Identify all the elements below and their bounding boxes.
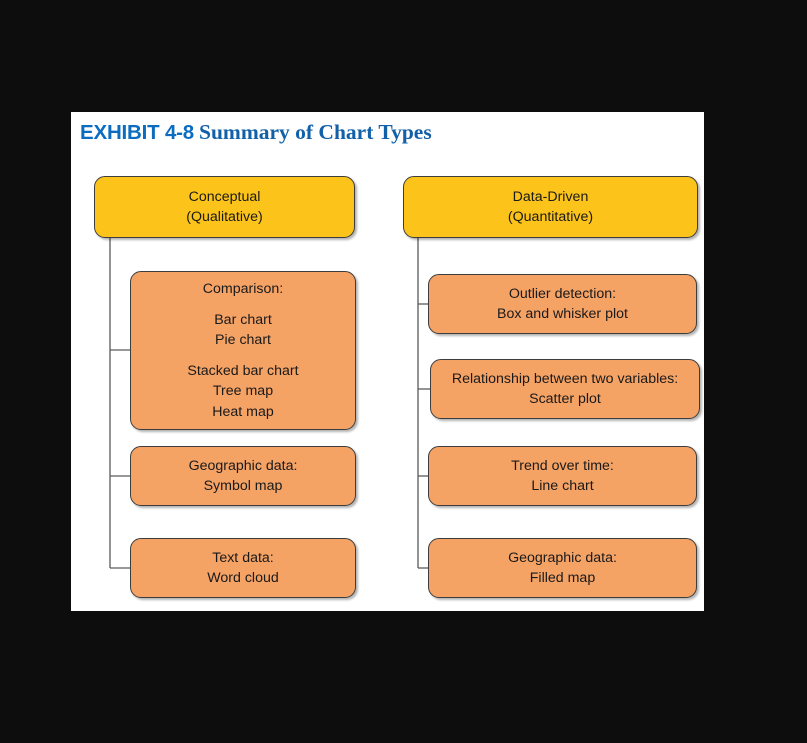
node-relationship-heading: Relationship between two variables: [451,370,679,387]
node-relationship-two-variables[interactable]: Relationship between two variables: Scat… [430,359,700,419]
node-comparison-heading: Comparison: [202,281,284,297]
node-conceptual-line1: Conceptual [188,188,261,205]
node-outlier-item-0: Box and whisker plot [497,306,628,322]
node-text-data-heading: Text data: [212,549,274,566]
node-geographic-filled-heading: Geographic data: [508,549,617,566]
page-title: Summary of Chart Types [199,120,432,144]
node-geographic-symbol-heading: Geographic data: [188,457,298,474]
node-comparison-item-2: Stacked bar chart [187,362,299,379]
node-geographic-data-symbol-map[interactable]: Geographic data: Symbol map [130,446,356,506]
node-comparison[interactable]: Comparison: Bar chart Pie chart Stacked … [130,271,356,430]
node-data-driven-line1: Data-Driven [512,188,589,205]
node-comparison-item-0: Bar chart [214,311,272,328]
node-data-driven-root[interactable]: Data-Driven (Quantitative) [403,176,698,238]
node-geographic-data-filled-map[interactable]: Geographic data: Filled map [428,538,697,598]
node-data-driven-line2: (Quantitative) [507,209,594,225]
node-text-data-item-0: Word cloud [207,570,279,586]
node-comparison-item-1: Pie chart [215,332,271,348]
node-conceptual-root[interactable]: Conceptual (Qualitative) [94,176,355,238]
node-comparison-item-4: Heat map [212,403,274,420]
node-geographic-filled-item-0: Filled map [529,570,596,586]
node-comparison-item-3: Tree map [212,383,274,399]
node-trend-over-time[interactable]: Trend over time: Line chart [428,446,697,506]
node-relationship-item-0: Scatter plot [529,391,601,407]
node-outlier-heading: Outlier detection: [508,285,617,302]
exhibit-number: EXHIBIT 4-8 [80,121,194,144]
node-conceptual-line2: (Qualitative) [186,209,263,225]
node-geographic-symbol-item-0: Symbol map [203,478,283,494]
node-trend-heading: Trend over time: [511,457,614,474]
node-outlier-detection[interactable]: Outlier detection: Box and whisker plot [428,274,697,334]
node-text-data-word-cloud[interactable]: Text data: Word cloud [130,538,356,598]
node-trend-item-0: Line chart [531,478,594,494]
